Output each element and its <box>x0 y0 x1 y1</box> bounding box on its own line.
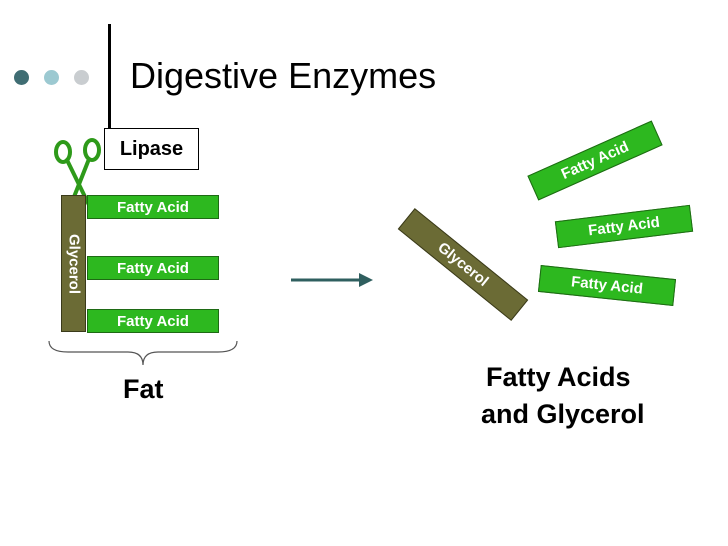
products-caption-line-2: and Glycerol <box>481 399 645 429</box>
decor-dot-2 <box>44 70 59 85</box>
fatty-acid-free-1: Fatty Acid <box>527 120 663 201</box>
products-caption-line-1: Fatty Acids <box>486 362 631 392</box>
decor-dot-1 <box>14 70 29 85</box>
fatty-acid-free-2: Fatty Acid <box>554 204 694 249</box>
fatty-acid-chain-1: Fatty Acid <box>87 195 219 219</box>
title-divider <box>108 24 111 128</box>
decor-dot-3 <box>74 70 89 85</box>
lipase-label: Lipase <box>104 128 199 170</box>
arrow-right-icon <box>291 273 373 287</box>
glycerol-label: Glycerol <box>65 233 82 294</box>
glycerol-backbone: Glycerol <box>61 195 86 332</box>
fatty-acid-chain-3: Fatty Acid <box>87 309 219 333</box>
fatty-acid-free-3: Fatty Acid <box>537 264 677 307</box>
brace-icon <box>48 340 238 366</box>
slide-title: Digestive Enzymes <box>130 55 437 96</box>
glycerol-free: Glycerol <box>397 208 529 321</box>
fatty-acid-chain-2: Fatty Acid <box>87 256 219 280</box>
fat-caption: Fat <box>123 374 164 404</box>
